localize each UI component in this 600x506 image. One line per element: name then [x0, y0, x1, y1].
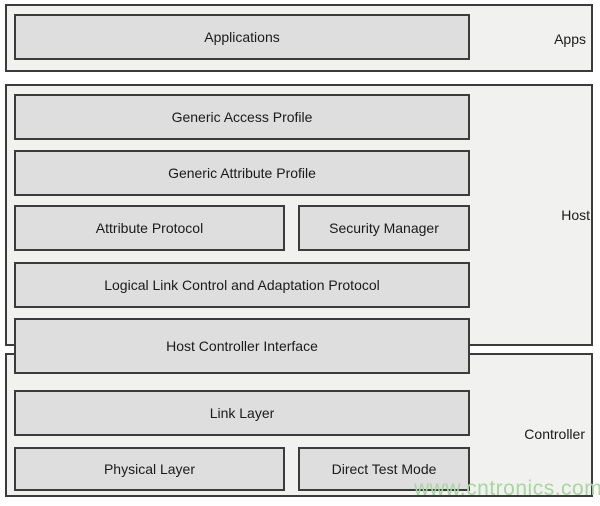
- attribute-protocol-box: Attribute Protocol: [14, 205, 285, 251]
- controller-section-label: Controller: [524, 426, 585, 442]
- applications-box: Applications: [14, 14, 470, 60]
- generic-access-profile-box: Generic Access Profile: [14, 94, 470, 140]
- host-section-label: Host: [561, 207, 590, 223]
- physical-layer-box: Physical Layer: [14, 447, 285, 491]
- watermark-text: www.cntronics.com: [414, 477, 600, 500]
- apps-section-label: Apps: [554, 31, 586, 47]
- l2cap-box: Logical Link Control and Adaptation Prot…: [14, 262, 470, 308]
- security-manager-box: Security Manager: [298, 205, 470, 251]
- generic-attribute-profile-box: Generic Attribute Profile: [14, 150, 470, 196]
- host-controller-interface-box: Host Controller Interface: [14, 318, 470, 374]
- link-layer-box: Link Layer: [14, 390, 470, 436]
- direct-test-mode-box: Direct Test Mode: [298, 447, 470, 491]
